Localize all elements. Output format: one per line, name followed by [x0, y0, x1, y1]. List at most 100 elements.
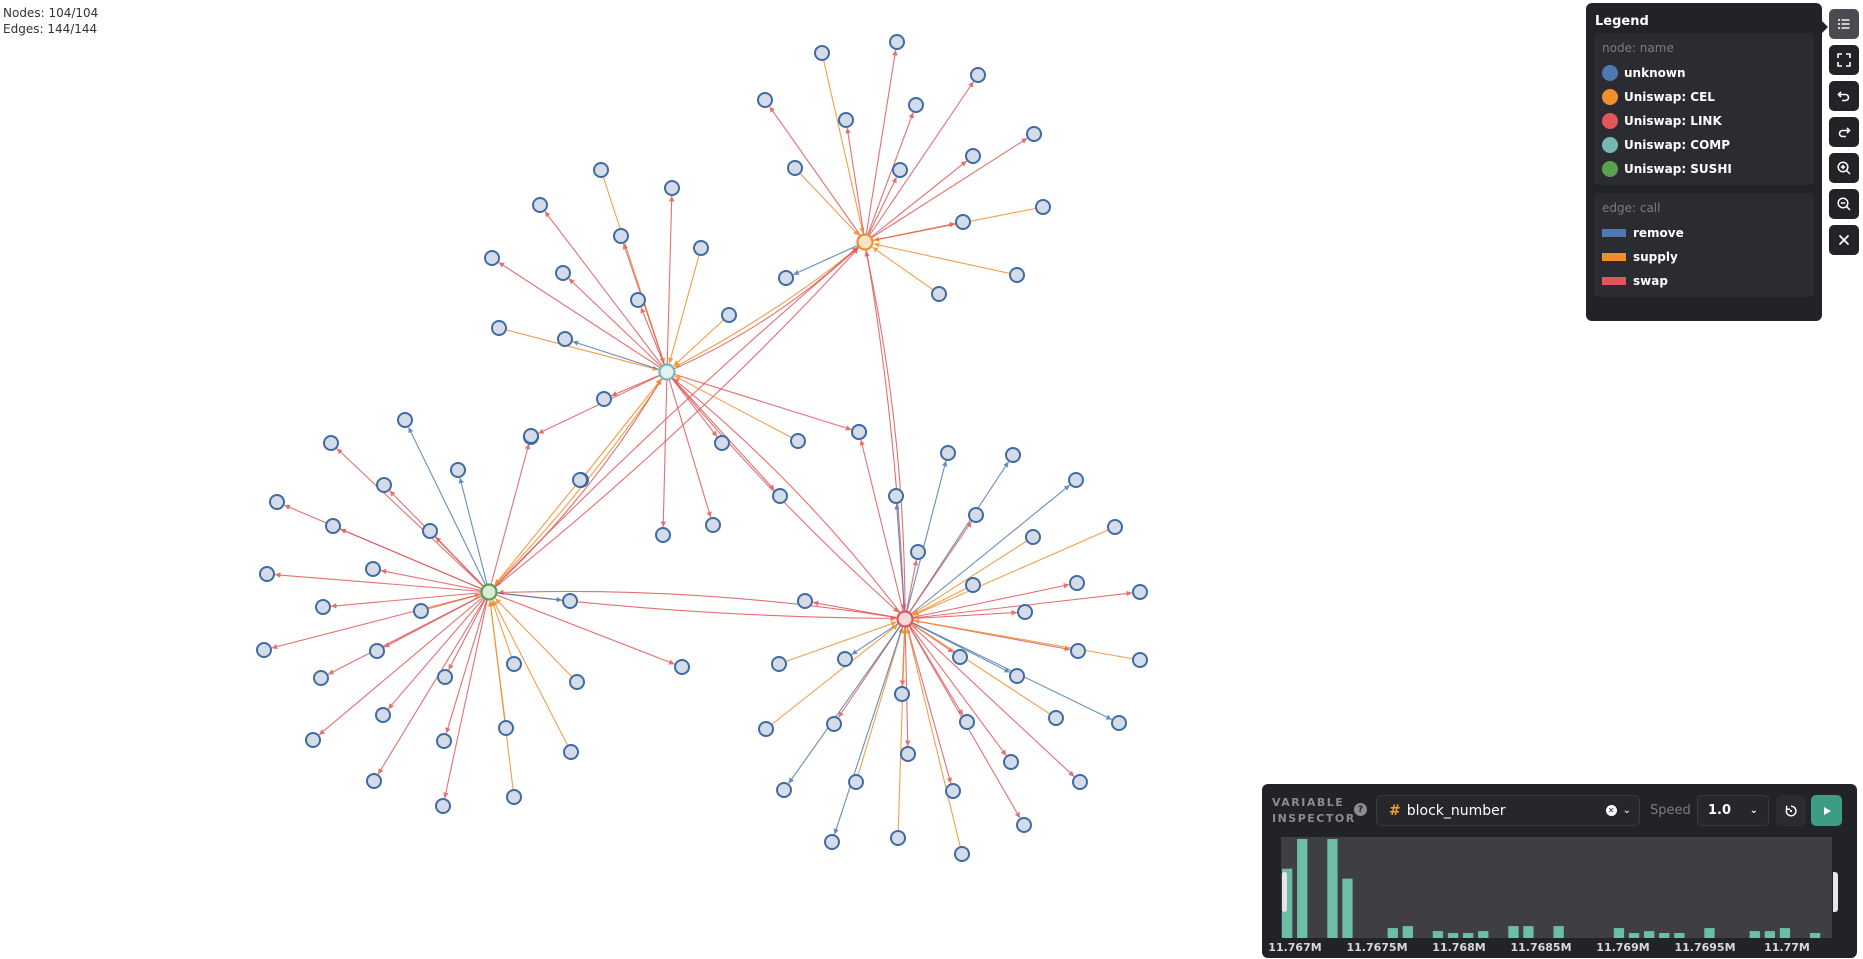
- graph-node-unknown[interactable]: [1072, 774, 1088, 790]
- graph-node-unknown[interactable]: [593, 162, 609, 178]
- graph-node-unknown[interactable]: [1017, 604, 1033, 620]
- graph-node-unknown[interactable]: [771, 656, 787, 672]
- graph-node-unknown[interactable]: [940, 445, 956, 461]
- graph-node-unknown[interactable]: [970, 67, 986, 83]
- graph-node-unknown[interactable]: [397, 412, 413, 428]
- graph-node-unknown[interactable]: [435, 798, 451, 814]
- graph-node-unknown[interactable]: [1005, 447, 1021, 463]
- reset-button[interactable]: [1776, 795, 1806, 826]
- graph-node-unknown[interactable]: [772, 488, 788, 504]
- graph-node-unknown[interactable]: [523, 428, 539, 444]
- graph-node-unknown[interactable]: [889, 34, 905, 50]
- graph-node-unknown[interactable]: [837, 651, 853, 667]
- graph-node-unknown[interactable]: [674, 659, 690, 675]
- graph-node-unknown[interactable]: [450, 462, 466, 478]
- graph-node-unknown[interactable]: [305, 732, 321, 748]
- graph-node-unknown[interactable]: [945, 783, 961, 799]
- graph-node-unknown[interactable]: [776, 782, 792, 798]
- graph-node-unknown[interactable]: [555, 265, 571, 281]
- graph-node-unknown[interactable]: [1111, 715, 1127, 731]
- graph-node-unknown[interactable]: [563, 744, 579, 760]
- legend-node-link[interactable]: Uniswap: LINK: [1602, 109, 1806, 133]
- graph-node-unknown[interactable]: [826, 716, 842, 732]
- help-icon[interactable]: ?: [1354, 803, 1367, 816]
- graph-node-unknown[interactable]: [1009, 267, 1025, 283]
- graph-node-unknown[interactable]: [630, 292, 646, 308]
- undo-button[interactable]: [1829, 81, 1859, 111]
- graph-node-unknown[interactable]: [965, 577, 981, 593]
- legend-toggle-button[interactable]: [1829, 9, 1859, 39]
- graph-node-unknown[interactable]: [714, 435, 730, 451]
- zoom-in-button[interactable]: [1829, 153, 1859, 183]
- legend-node-unknown[interactable]: unknown: [1602, 61, 1806, 85]
- graph-node-unknown[interactable]: [968, 507, 984, 523]
- graph-node-unknown[interactable]: [1025, 529, 1041, 545]
- graph-node-unknown[interactable]: [376, 477, 392, 493]
- graph-node-unknown[interactable]: [323, 435, 339, 451]
- graph-node-unknown[interactable]: [1132, 584, 1148, 600]
- graph-node-unknown[interactable]: [259, 566, 275, 582]
- graph-node-unknown[interactable]: [613, 228, 629, 244]
- legend-node-comp[interactable]: Uniswap: COMP: [1602, 133, 1806, 157]
- graph-node-unknown[interactable]: [569, 674, 585, 690]
- graph-node-link[interactable]: [896, 610, 914, 628]
- graph-node-unknown[interactable]: [1068, 472, 1084, 488]
- histogram[interactable]: [1281, 837, 1832, 938]
- legend-node-cel[interactable]: Uniswap: CEL: [1602, 85, 1806, 109]
- graph-node-unknown[interactable]: [954, 846, 970, 862]
- graph-node-unknown[interactable]: [1070, 643, 1086, 659]
- graph-node-unknown[interactable]: [557, 331, 573, 347]
- graph-node-unknown[interactable]: [787, 160, 803, 176]
- graph-node-unknown[interactable]: [532, 197, 548, 213]
- graph-node-unknown[interactable]: [325, 518, 341, 534]
- graph-node-unknown[interactable]: [436, 733, 452, 749]
- graph-node-unknown[interactable]: [365, 561, 381, 577]
- graph-node-unknown[interactable]: [888, 488, 904, 504]
- speed-select[interactable]: 1.0 ⌄: [1697, 795, 1769, 826]
- graph-node-unknown[interactable]: [491, 320, 507, 336]
- graph-node-unknown[interactable]: [797, 593, 813, 609]
- graph-node-unknown[interactable]: [757, 92, 773, 108]
- graph-node-unknown[interactable]: [894, 686, 910, 702]
- graph-node-unknown[interactable]: [778, 270, 794, 286]
- fit-screen-button[interactable]: [1829, 45, 1859, 75]
- graph-node-unknown[interactable]: [664, 180, 680, 196]
- graph-node-unknown[interactable]: [506, 789, 522, 805]
- graph-node-unknown[interactable]: [437, 669, 453, 685]
- clear-icon[interactable]: ✕: [1605, 805, 1617, 816]
- graph-node-unknown[interactable]: [269, 494, 285, 510]
- graph-node-unknown[interactable]: [851, 424, 867, 440]
- graph-node-comp[interactable]: [658, 363, 676, 381]
- close-button[interactable]: [1829, 225, 1859, 255]
- range-handle-right[interactable]: [1833, 872, 1838, 912]
- graph-node-unknown[interactable]: [256, 642, 272, 658]
- graph-node-unknown[interactable]: [790, 433, 806, 449]
- graph-node-unknown[interactable]: [952, 649, 968, 665]
- graph-node-unknown[interactable]: [848, 774, 864, 790]
- legend-edge-remove[interactable]: remove: [1602, 221, 1806, 245]
- graph-node-unknown[interactable]: [413, 603, 429, 619]
- graph-node-unknown[interactable]: [705, 517, 721, 533]
- graph-node-unknown[interactable]: [908, 97, 924, 113]
- legend-node-sushi[interactable]: Uniswap: SUSHI: [1602, 157, 1806, 181]
- graph-node-unknown[interactable]: [814, 45, 830, 61]
- graph-node-unknown[interactable]: [1016, 817, 1032, 833]
- graph-node-unknown[interactable]: [900, 746, 916, 762]
- graph-node-unknown[interactable]: [955, 214, 971, 230]
- graph-node-unknown[interactable]: [1035, 199, 1051, 215]
- zoom-out-button[interactable]: [1829, 189, 1859, 219]
- graph-node-unknown[interactable]: [498, 720, 514, 736]
- graph-node-unknown[interactable]: [892, 162, 908, 178]
- graph-node-unknown[interactable]: [910, 544, 926, 560]
- graph-node-unknown[interactable]: [369, 643, 385, 659]
- graph-node-unknown[interactable]: [1009, 668, 1025, 684]
- graph-node-unknown[interactable]: [572, 472, 588, 488]
- play-button[interactable]: [1811, 795, 1842, 826]
- graph-node-unknown[interactable]: [721, 307, 737, 323]
- graph-node-unknown[interactable]: [506, 656, 522, 672]
- graph-node-unknown[interactable]: [596, 391, 612, 407]
- legend-edge-swap[interactable]: swap: [1602, 269, 1806, 293]
- graph-node-unknown[interactable]: [1107, 519, 1123, 535]
- graph-node-unknown[interactable]: [1132, 652, 1148, 668]
